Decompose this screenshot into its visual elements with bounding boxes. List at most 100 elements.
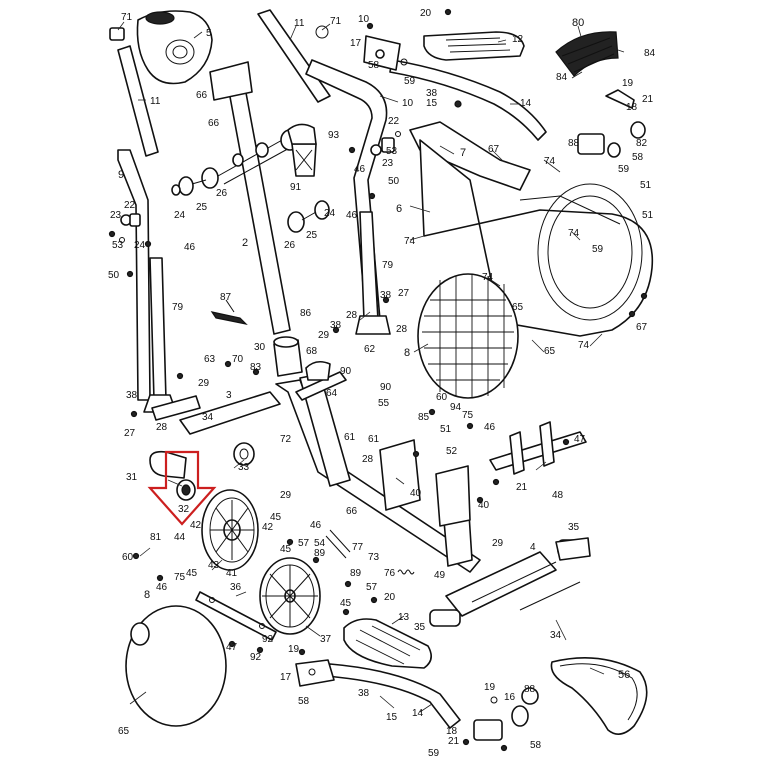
flywheel-37 (259, 557, 321, 635)
callout-67: 67 (636, 322, 648, 333)
callout-46: 46 (184, 242, 196, 253)
callout-14: 14 (412, 708, 424, 719)
callout-46: 46 (346, 210, 358, 221)
leader-lines (117, 21, 625, 713)
callout-83: 83 (250, 362, 262, 373)
callout-45: 45 (270, 512, 282, 523)
callout-23: 23 (382, 158, 394, 169)
callout-11: 11 (150, 96, 161, 107)
callout-80: 80 (572, 17, 584, 29)
callout-12: 12 (512, 34, 524, 45)
pulley-assembly-bottom (473, 687, 539, 741)
bushing-set-left (171, 167, 219, 196)
callout-50: 50 (108, 270, 120, 281)
callout-35: 35 (568, 522, 580, 533)
callout-17: 17 (280, 672, 292, 683)
callout-54: 54 (314, 538, 326, 549)
crank-housing (379, 439, 471, 527)
callout-31: 31 (126, 472, 138, 483)
callout-92: 92 (262, 634, 274, 645)
pedal-bracket-17-bottom (295, 659, 335, 687)
callout-65: 65 (544, 346, 556, 357)
pedal-13 (343, 618, 432, 669)
highlight-arrow-down (147, 450, 217, 526)
callout-17: 17 (350, 38, 362, 49)
callout-28: 28 (156, 422, 168, 433)
callout-33: 33 (238, 462, 250, 473)
callout-7: 7 (460, 147, 466, 159)
chain-66 (325, 529, 351, 559)
callout-labels: 71 5 11 71 11 10 20 12 80 84 84 17 58 59… (108, 8, 656, 759)
callout-13: 13 (398, 612, 410, 623)
callout-40: 40 (478, 500, 490, 511)
callout-61: 61 (368, 434, 380, 445)
callout-72: 72 (280, 434, 292, 445)
callout-51: 51 (440, 424, 452, 435)
leveler-feet (519, 581, 581, 611)
cover-disc-8 (417, 273, 519, 399)
callout-20: 20 (384, 592, 396, 603)
callout-19: 19 (622, 78, 634, 89)
callout-43: 43 (208, 560, 220, 571)
bushing-set-right (287, 200, 330, 233)
callout-11: 11 (294, 18, 305, 29)
callout-88: 88 (524, 684, 536, 695)
roller-wheel-33 (233, 442, 255, 466)
callout-89: 89 (350, 568, 362, 579)
callout-34: 34 (202, 412, 214, 423)
callout-71: 71 (330, 16, 342, 27)
end-cap-left (109, 27, 125, 41)
callout-18: 18 (626, 102, 638, 113)
callout-53: 53 (386, 146, 398, 157)
callout-84: 84 (644, 48, 656, 59)
callout-46: 46 (484, 422, 496, 433)
left-upper-handle-tube (117, 45, 159, 401)
callout-59: 59 (618, 164, 630, 175)
drive-pulley-41 (201, 489, 259, 571)
callout-8: 8 (404, 347, 410, 359)
callout-10: 10 (402, 98, 414, 109)
callout-42: 42 (190, 520, 202, 531)
callout-79: 79 (172, 302, 184, 313)
callout-25: 25 (306, 230, 318, 241)
callout-4: 4 (530, 542, 536, 553)
callout-65: 65 (512, 302, 524, 313)
callout-94: 94 (450, 402, 462, 413)
callout-22: 22 (124, 200, 136, 211)
callout-16: 16 (504, 692, 516, 703)
callout-29: 29 (492, 538, 504, 549)
callout-76: 76 (384, 568, 396, 579)
callout-34: 34 (550, 630, 562, 641)
seat-post-30 (273, 336, 303, 377)
callout-58: 58 (530, 740, 542, 751)
callout-21: 21 (448, 736, 460, 747)
callout-74: 74 (578, 340, 590, 351)
pedal-arm-14-top (389, 59, 547, 141)
callout-87: 87 (220, 292, 232, 303)
callout-26: 26 (284, 240, 296, 251)
bracket-right (370, 131, 401, 156)
callout-52: 52 (446, 446, 458, 457)
callout-45: 45 (280, 544, 292, 555)
idler-bracket-36 (195, 591, 277, 641)
callout-57: 57 (366, 582, 378, 593)
callout-21: 21 (642, 94, 654, 105)
callout-88: 88 (568, 138, 580, 149)
callout-2: 2 (242, 237, 248, 249)
callout-50: 50 (388, 176, 400, 187)
callout-21: 21 (516, 482, 528, 493)
hardware-fasteners (108, 8, 648, 752)
callout-84: 84 (556, 72, 568, 83)
callout-45: 45 (340, 598, 352, 609)
pedal-arm-14-bottom (325, 663, 461, 729)
callout-74: 74 (404, 236, 416, 247)
console-housing (136, 10, 213, 85)
callout-62: 62 (364, 344, 376, 355)
callout-66: 66 (346, 506, 358, 517)
callout-29: 29 (280, 490, 292, 501)
callout-38: 38 (380, 290, 392, 301)
callout-24: 24 (324, 208, 336, 219)
callout-75: 75 (174, 572, 186, 583)
callout-60: 60 (122, 552, 134, 563)
callout-15: 15 (386, 712, 398, 723)
